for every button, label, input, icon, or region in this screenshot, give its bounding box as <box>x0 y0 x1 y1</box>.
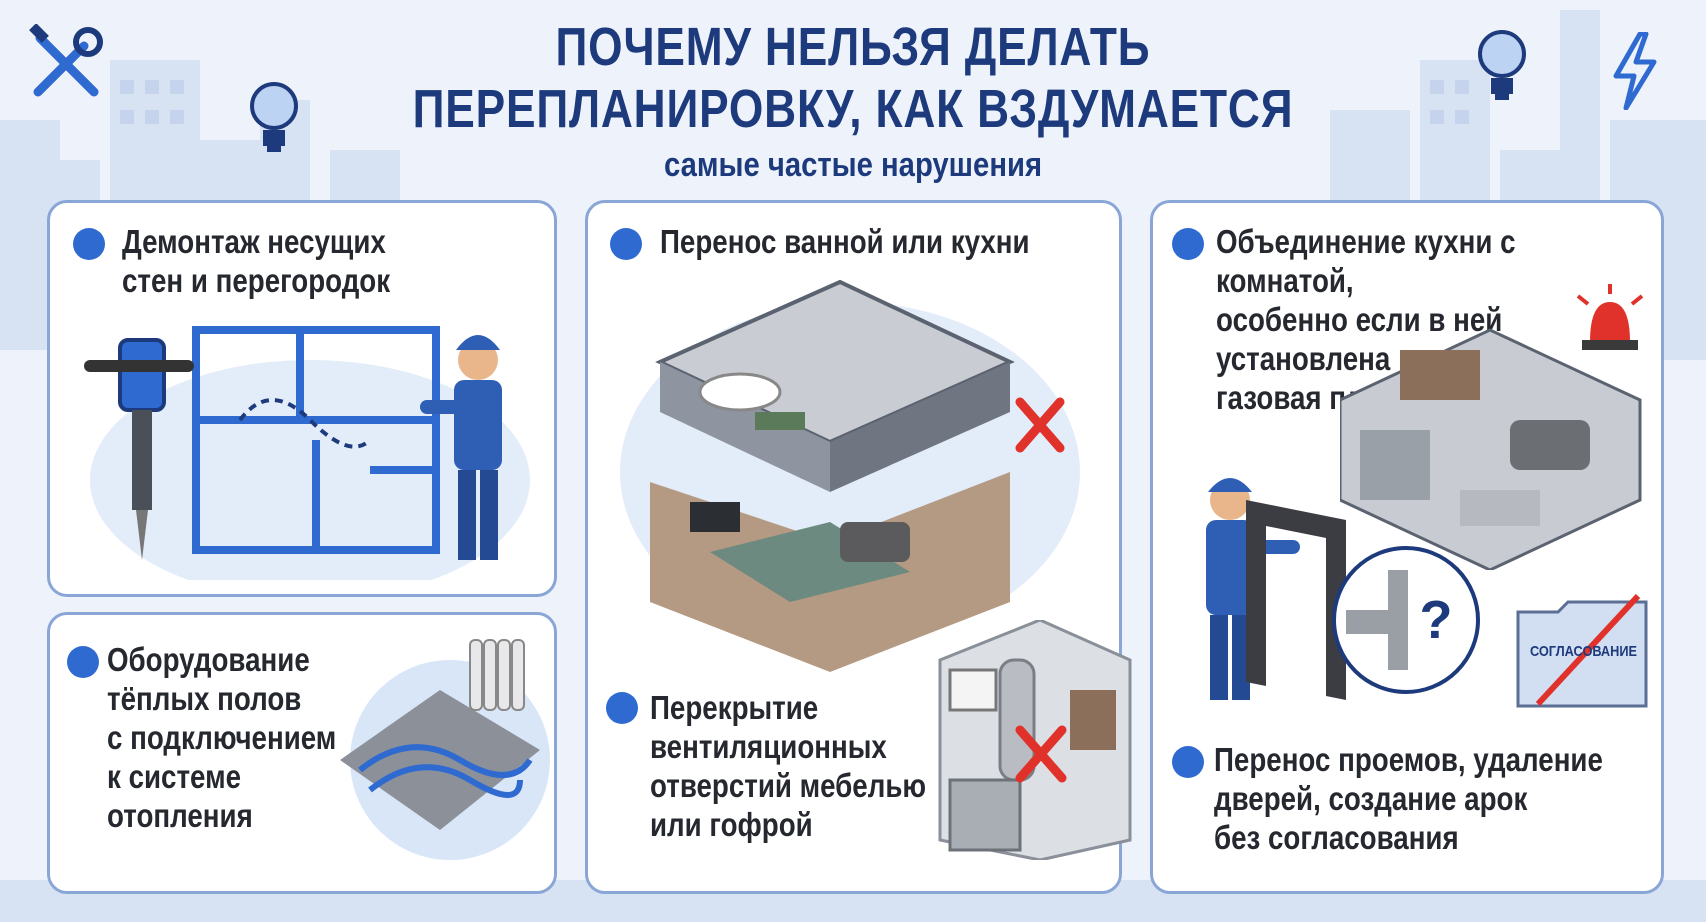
bullet-marker <box>73 228 105 260</box>
question-mark-icon: ? <box>1420 590 1453 650</box>
ventilation-kitchen-illustration <box>938 620 1132 860</box>
title-line-2: ПЕРЕПЛАНИРОВКУ, КАК ВЗДУМАЕТСЯ <box>412 79 1294 139</box>
worker-icon <box>420 335 502 560</box>
page-title: ПОЧЕМУ НЕЛЬЗЯ ДЕЛАТЬ ПЕРЕПЛАНИРОВКУ, КАК… <box>154 16 1553 140</box>
folder-icon <box>1516 594 1648 708</box>
lightbulb-icon <box>250 82 298 152</box>
page-subtitle: самые частые нарушения <box>663 146 1043 184</box>
violation-bath-kitchen-move: Перенос ванной или кухни <box>660 223 1030 260</box>
door-frame-icon <box>1246 500 1346 700</box>
bullet-marker <box>67 646 99 678</box>
vent-grille-icon <box>948 668 998 712</box>
bathtub-icon <box>698 372 782 412</box>
bullet-marker <box>606 692 638 724</box>
two-floor-apartment-illustration <box>620 279 1080 672</box>
alarm-light-icon <box>1576 284 1644 350</box>
bullet-marker <box>610 228 642 260</box>
lightning-icon <box>1613 32 1657 110</box>
violation-warm-floors: Оборудование тёплых полов с подключением… <box>107 641 337 834</box>
warm-floor-illustration <box>340 639 550 860</box>
title-line-1: ПОЧЕМУ НЕЛЬЗЯ ДЕЛАТЬ <box>555 17 1151 77</box>
sofa-icon <box>1510 420 1590 470</box>
lightbulb-icon <box>1478 30 1526 100</box>
violation-ventilation-block: Перекрытие вентиляционных отверстий мебе… <box>650 689 927 843</box>
violation-load-bearing-walls: Демонтаж несущих стен и перегородок <box>122 223 391 299</box>
bullet-marker <box>1172 746 1204 778</box>
radiator-icon <box>469 639 525 711</box>
worker-icon <box>1206 478 1300 700</box>
bullet-marker <box>1172 228 1204 260</box>
violation-openings-change: Перенос проемов, удаление дверей, создан… <box>1214 741 1603 856</box>
floor-plan-illustration <box>84 326 530 580</box>
stove-icon <box>948 778 1022 852</box>
cross-mark-icon <box>1015 725 1067 783</box>
tools-icon <box>29 24 103 97</box>
question-bubble-illustration: ? <box>1332 546 1480 694</box>
jackhammer-icon <box>84 338 194 560</box>
folder-label: СОГЛАСОВАНИЕ <box>1530 643 1638 660</box>
kitchen-living-room-illustration <box>1340 328 1642 570</box>
cross-mark-icon <box>1015 397 1065 453</box>
